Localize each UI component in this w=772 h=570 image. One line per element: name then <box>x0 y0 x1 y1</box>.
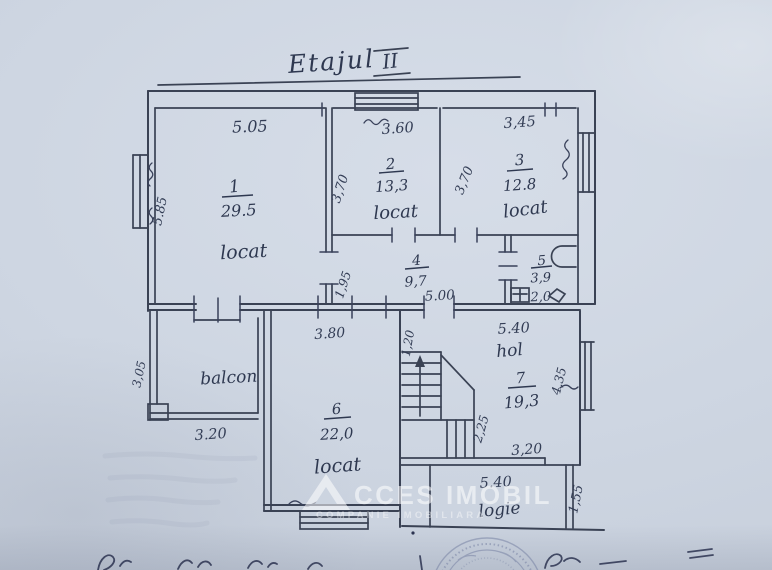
sink-icon <box>547 287 567 304</box>
room-4-area: 9,7 <box>404 273 427 291</box>
official-stamp <box>435 537 539 570</box>
room-2-use: locat <box>373 201 419 224</box>
toilet-icon <box>550 245 577 268</box>
numeral-underline <box>373 72 411 77</box>
dim-room4-left: 1,95 <box>331 269 354 300</box>
dimension-labels: 5.05 3.60 3,45 5.85 3,70 3,70 1,95 5.00 … <box>129 114 586 515</box>
dim-balcony-bottom: 3.20 <box>194 426 227 444</box>
window-room1-left <box>132 154 149 229</box>
room-2-number: 2 <box>384 155 396 174</box>
watermark: CCES IMOBIL COMPANIE IMOBILIARA <box>302 474 552 521</box>
windows <box>132 92 596 530</box>
dim-loggia-right: 1,55 <box>566 484 587 515</box>
dim-room3-top: 3,45 <box>503 114 536 132</box>
window-hol-right <box>579 341 595 411</box>
room-6-number: 6 <box>331 400 343 419</box>
loggia-label: logie <box>478 498 522 522</box>
room-5-number: 5 <box>537 253 547 270</box>
dim-stairs-right: 2,25 <box>469 413 491 445</box>
watermark-brand: CCES IMOBIL <box>354 480 552 510</box>
dim-hol-right: 4,35 <box>548 366 570 398</box>
room-7-area: 19,3 <box>503 391 540 413</box>
door-threshold-cross <box>510 287 530 303</box>
handwritten-note-fragments <box>97 531 714 570</box>
room-3-area: 12.8 <box>502 175 537 195</box>
room-6-area: 22,0 <box>319 424 355 444</box>
plan-title: Etajul II <box>157 44 521 86</box>
room-1-number: 1 <box>228 177 241 198</box>
dim-hol-bottom: 3,20 <box>511 441 543 459</box>
window-room3-right <box>577 132 596 193</box>
dim-room1-left: 5.85 <box>150 196 171 227</box>
numeral-overline <box>373 47 409 52</box>
dim-room4-bottom: 5.00 <box>424 287 455 305</box>
window-room6-bottom <box>299 510 369 530</box>
room-labels: 1 29.5 locat 2 13,3 locat 3 12.8 locat 4… <box>200 151 553 522</box>
room-3-use: locat <box>502 196 550 222</box>
walls <box>147 90 605 531</box>
window-room2-top <box>354 92 419 111</box>
dim-room5-door: 2,0 <box>529 290 551 306</box>
room-1-use: locat <box>220 240 269 264</box>
dim-balcony-left: 3,05 <box>129 360 148 389</box>
stairs-up-arrow <box>415 355 425 417</box>
title-underline <box>157 76 521 86</box>
dim-room6-top: 3.80 <box>314 325 346 343</box>
staircase <box>401 351 475 459</box>
dim-room2-top: 3.60 <box>381 120 414 138</box>
room-6-use: locat <box>313 453 362 478</box>
title-text: Etajul <box>286 44 376 79</box>
room-4-number: 4 <box>411 253 422 270</box>
room-3-number: 3 <box>514 151 525 170</box>
door-marks <box>193 102 557 323</box>
room-2-area: 13,3 <box>374 176 409 196</box>
room-7-use: hol <box>495 340 523 362</box>
room-5-area: 3,9 <box>530 270 551 286</box>
watermark-logo-triangle-icon <box>302 474 350 510</box>
dim-hol-door: 1,20 <box>399 329 417 358</box>
room-7-number: 7 <box>515 369 527 388</box>
dim-room1-top: 5.05 <box>232 116 268 136</box>
room5-fixtures <box>510 245 577 304</box>
paper-bleed-marks <box>102 451 258 528</box>
watermark-tagline: COMPANIE IMOBILIARA <box>316 510 486 521</box>
dim-room3-left: 3,70 <box>452 164 477 196</box>
title-numeral: II <box>380 48 400 74</box>
room-1-area: 29.5 <box>219 200 257 221</box>
dim-hol-top: 5.40 <box>497 320 530 338</box>
balcony-pillar <box>147 403 169 421</box>
dim-loggia-top: 5.40 <box>479 474 512 492</box>
balcony-label: balcon <box>200 367 258 390</box>
